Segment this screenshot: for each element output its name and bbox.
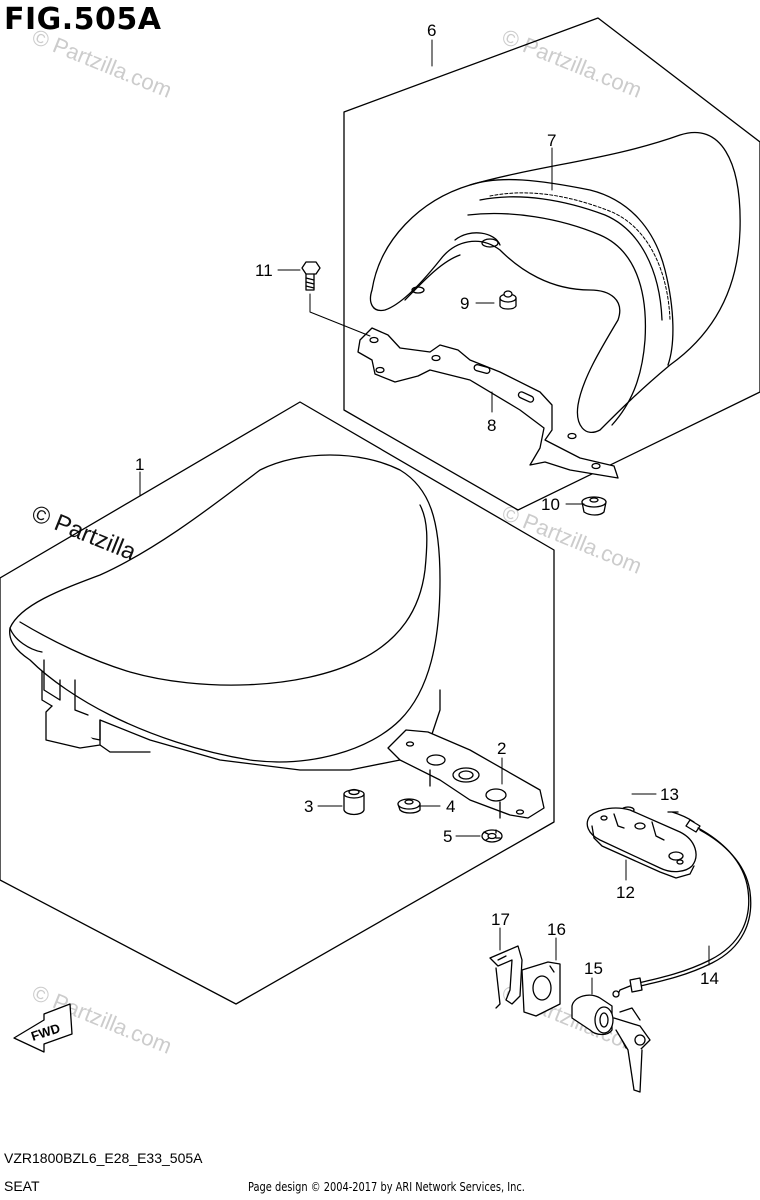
callout-5: 5 xyxy=(443,827,452,846)
lock-bracket-plate xyxy=(521,961,561,1017)
callout-6: 6 xyxy=(427,21,436,40)
model-code: VZR1800BZL6_E28_E33_505A xyxy=(4,1150,203,1166)
callout-numbers: 6 7 11 9 8 10 1 2 3 4 5 13 12 14 15 16 1… xyxy=(135,21,719,988)
nut-10 xyxy=(581,496,607,516)
key-cylinder xyxy=(571,994,651,1093)
callout-4: 4 xyxy=(446,797,455,816)
seat-plate xyxy=(387,729,545,819)
callout-3: 3 xyxy=(304,797,313,816)
callout-1: 1 xyxy=(135,455,144,474)
seat-bracket xyxy=(357,327,619,479)
passenger-seat xyxy=(369,131,741,433)
forward-direction-arrow: FWD xyxy=(13,1003,73,1053)
callout-15: 15 xyxy=(584,959,603,978)
callout-10: 10 xyxy=(541,495,560,514)
assembly-box-passenger xyxy=(343,17,760,511)
callout-12: 12 xyxy=(616,883,635,902)
callout-11: 11 xyxy=(255,261,273,280)
seat-lock xyxy=(586,807,697,879)
callout-13: 13 xyxy=(660,785,679,804)
lock-cable xyxy=(612,811,752,998)
callout-17: 17 xyxy=(491,910,510,929)
callout-14: 14 xyxy=(700,969,719,988)
assembly-box-rider xyxy=(0,401,555,1005)
section-name: SEAT xyxy=(4,1178,40,1194)
leader-lines xyxy=(139,39,710,995)
nut-4 xyxy=(397,798,421,814)
nut-9 xyxy=(499,290,517,310)
bolt-11 xyxy=(301,261,321,291)
damper-3 xyxy=(343,788,365,816)
copyright-notice: Page design © 2004-2017 by ARI Network S… xyxy=(248,1180,525,1194)
figure-title: FIG.505A xyxy=(4,2,162,37)
rider-seat xyxy=(9,454,441,771)
callout-9: 9 xyxy=(460,294,469,313)
callout-2: 2 xyxy=(497,739,506,758)
callout-16: 16 xyxy=(547,920,566,939)
callout-7: 7 xyxy=(547,131,556,150)
lock-clip xyxy=(489,945,523,1009)
callout-8: 8 xyxy=(487,416,496,435)
washer-5 xyxy=(481,829,503,843)
